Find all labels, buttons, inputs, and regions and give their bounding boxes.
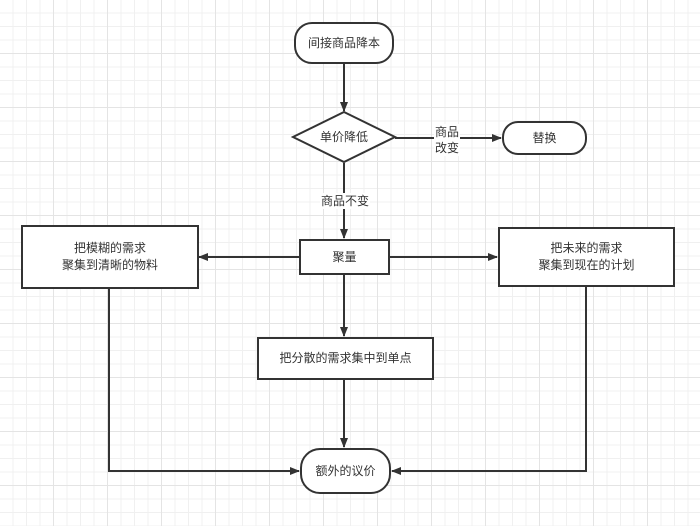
decision-diamond[interactable]	[290, 110, 398, 164]
node-replace-label: 替换	[532, 130, 557, 145]
edge-left-box-to-end	[108, 288, 300, 475]
node-end-label: 额外的议价	[315, 463, 376, 478]
node-aggregate-label: 聚量	[332, 249, 357, 264]
edge-right-box-to-end	[391, 286, 587, 475]
edge-label-product-change: 商品 改变	[434, 124, 461, 156]
node-right-box[interactable]: 把未来的需求 聚集到现在的计划	[498, 227, 675, 287]
node-left-box-label: 把模糊的需求 聚集到清晰的物料	[61, 241, 158, 272]
node-decision-label: 单价降低	[319, 130, 368, 144]
node-middle-box[interactable]: 把分散的需求集中到单点	[257, 337, 434, 380]
node-middle-box-label: 把分散的需求集中到单点	[279, 351, 412, 365]
node-right-box-label: 把未来的需求 聚集到现在的计划	[538, 241, 635, 272]
node-aggregate[interactable]: 聚量	[299, 239, 390, 275]
edge-label-product-unchanged: 商品不变	[320, 193, 371, 209]
node-replace[interactable]: 替换	[502, 121, 587, 155]
node-start[interactable]: 间接商品降本	[294, 22, 394, 64]
node-end[interactable]: 额外的议价	[300, 448, 391, 494]
node-left-box[interactable]: 把模糊的需求 聚集到清晰的物料	[21, 225, 199, 289]
node-start-label: 间接商品降本	[307, 35, 380, 50]
